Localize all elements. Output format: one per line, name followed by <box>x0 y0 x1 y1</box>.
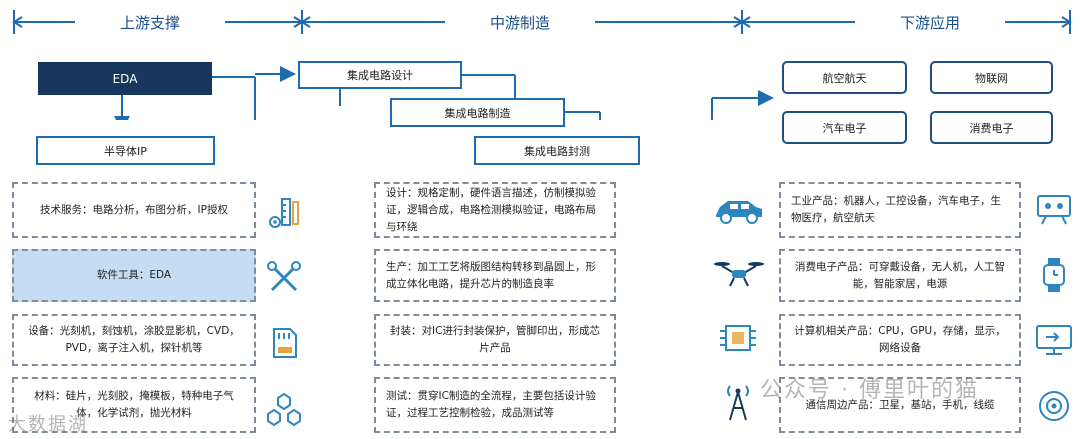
upstream-item-tech-service: 技术服务：电路分析，布图分析，IP授权 <box>12 182 256 238</box>
upstream-item-software: 软件工具：EDA <box>12 249 256 302</box>
sd-card-icon <box>273 328 297 358</box>
downstream-item-consumer: 消费电子产品：可穿戴设备，无人机，人工智能，智能家居，电源 <box>779 249 1021 302</box>
app-aerospace: 航空航天 <box>782 61 907 94</box>
manufacture-box: 集成电路制造 <box>390 98 565 127</box>
ip-box: 半导体IP <box>36 136 215 165</box>
monitor-icon <box>1036 325 1072 355</box>
packaging-box: 集成电路封测 <box>474 136 640 165</box>
watermark-bottom-left: 大数据湖 <box>8 414 88 435</box>
header-upstream: 上游支撑 <box>75 12 225 33</box>
car-icon <box>716 201 762 224</box>
smartwatch-icon <box>1043 258 1065 292</box>
robot-arm-icon <box>1037 195 1071 225</box>
downstream-item-computer: 计算机相关产品：CPU，GPU，存储，显示，网络设备 <box>779 314 1021 366</box>
midstream-item-testing: 测试：贯穿IC制造的全流程，主要包括设计验证，过程工艺控制检验，成品测试等 <box>374 377 616 433</box>
signal-tower-icon <box>727 385 749 421</box>
camera-icon <box>1039 391 1069 421</box>
app-iot: 物联网 <box>930 61 1053 94</box>
drone-icon <box>714 262 764 287</box>
design-box: 集成电路设计 <box>298 61 462 89</box>
watermark-center: 公众号 · 傅里叶的猫 <box>760 378 979 403</box>
downstream-item-communication: 通信周边产品：卫星，基站，手机，线缆 <box>779 377 1021 433</box>
upstream-item-equipment: 设备：光刻机，刻蚀机，涂胶显影机，CVD，PVD，离子注入机，探针机等 <box>12 314 256 366</box>
chip-icon <box>720 325 756 351</box>
midstream-item-design: 设计：规格定制，硬件语言描述，仿制模拟验证，逻辑合成，电路检测模拟验证，电路布局… <box>374 182 616 238</box>
downstream-item-industrial: 工业产品：机器人，工控设备，汽车电子，生物医疗，航空航天 <box>779 182 1021 238</box>
header-midstream: 中游制造 <box>445 12 595 33</box>
tools-icon <box>267 261 301 292</box>
ruler-gear-icon <box>269 198 299 228</box>
eda-box: EDA <box>38 62 212 95</box>
hexagon-molecule-icon <box>267 392 301 427</box>
midstream-item-production: 生产：加工工艺将版图结构转移到晶圆上，形成立体化电路，提升芯片的制造良率 <box>374 249 616 302</box>
midstream-item-packaging: 封装：对IC进行封装保护，管脚印出，形成芯片产品 <box>374 314 616 366</box>
app-consumer-electronics: 消费电子 <box>930 111 1053 144</box>
header-downstream: 下游应用 <box>855 12 1005 33</box>
upstream-item-materials: 材料：硅片，光刻胶，掩模板，特种电子气体，化学试剂，抛光材料 <box>12 377 256 433</box>
app-auto-electronics: 汽车电子 <box>782 111 907 144</box>
